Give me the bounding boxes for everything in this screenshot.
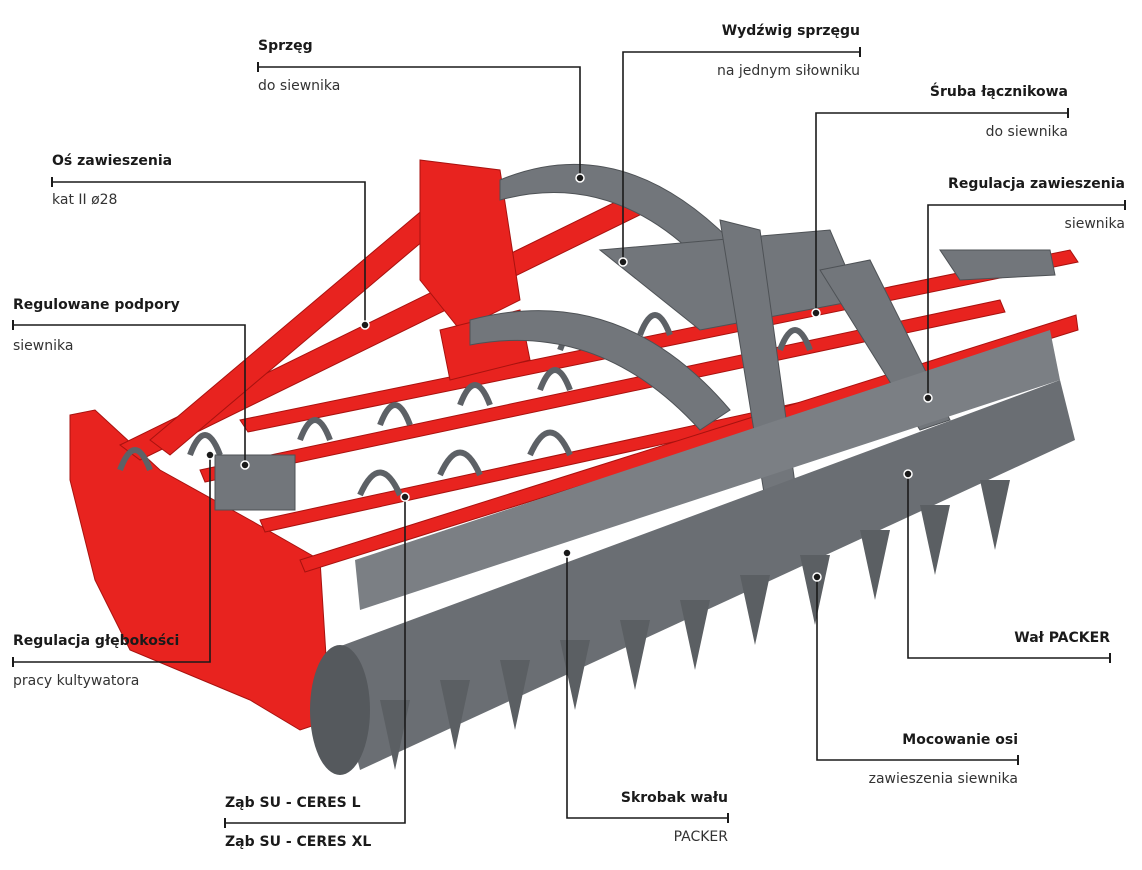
callout-skrobak-title: Skrobak wału <box>620 790 728 806</box>
callout-os-zawieszenia-subtitle: kat II ø28 <box>52 192 118 208</box>
callout-sruba-title: Śruba łącznikowa <box>929 84 1068 100</box>
callout-mocowanie-subtitle: zawieszenia siewnika <box>868 771 1018 787</box>
cultivator-frame <box>69 159 1079 731</box>
callout-sruba-subtitle: do siewnika <box>985 124 1068 140</box>
callout-podpory-subtitle: siewnika <box>13 338 74 354</box>
callout-zab-l-title: Ząb SU - CERES L <box>225 795 361 811</box>
callout-regulacja-zawieszenia-subtitle: siewnika <box>1064 216 1125 232</box>
callout-podpory-title: Regulowane podpory <box>13 297 180 313</box>
leader-lines <box>12 47 1126 828</box>
callout-sprzeg-subtitle: do siewnika <box>258 78 341 94</box>
packer-roller <box>310 330 1075 775</box>
callout-wydzwig-subtitle: na jednym siłowniku <box>716 63 860 79</box>
callout-dots <box>205 173 933 582</box>
callout-os-zawieszenia-title: Oś zawieszenia <box>52 153 173 169</box>
callout-wal-title: Wał PACKER <box>1014 630 1110 646</box>
callout-regulacja-zawieszenia-title: Regulacja zawieszenia <box>948 176 1125 192</box>
callout-wydzwig-title: Wydźwig sprzęgu <box>721 23 860 39</box>
callout-sprzeg-title: Sprzęg <box>258 38 313 54</box>
callout-zab-xl-title: Ząb SU - CERES XL <box>225 834 372 850</box>
callout-mocowanie-title: Mocowanie osi <box>902 732 1018 748</box>
callout-glebokosc-title: Regulacja głębokości <box>13 633 180 649</box>
callout-skrobak-subtitle: PACKER <box>673 829 728 845</box>
callout-glebokosc-subtitle: pracy kultywatora <box>13 673 140 689</box>
